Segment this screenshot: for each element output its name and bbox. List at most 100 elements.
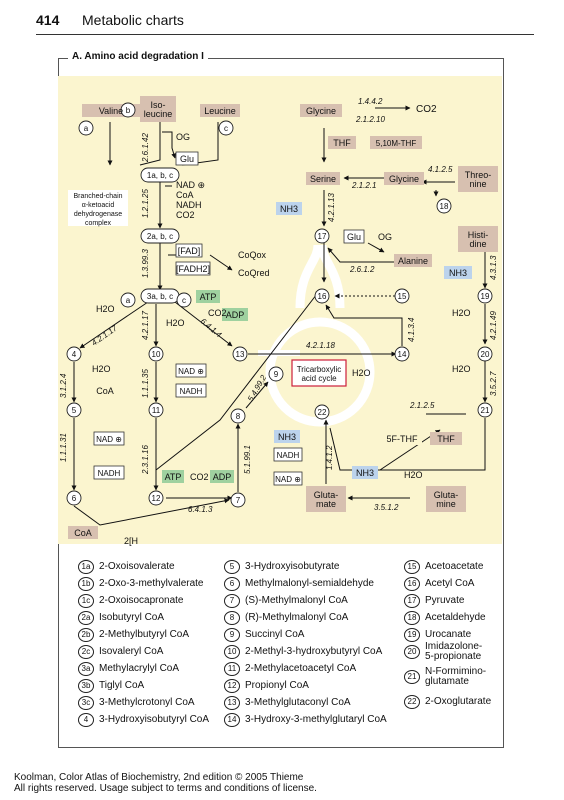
legend-text-19: Urocanate xyxy=(425,629,472,640)
page-number: 414 xyxy=(36,12,60,28)
nadh-glu-label: NADH xyxy=(277,451,300,460)
legend-item-8: 8(R)-Methylmalonyl CoA xyxy=(224,611,348,625)
node-14 xyxy=(394,346,410,362)
ec-4-2-1-17-a: 4.2.1.17 xyxy=(90,323,119,347)
coa-mid-label: CoA xyxy=(96,386,114,396)
glutamate-compound: Gluta-mate xyxy=(314,490,339,509)
legend-badge-1c: 1c xyxy=(78,594,94,608)
threonine-compound: Threo-nine xyxy=(465,170,492,189)
node-16 xyxy=(314,288,330,304)
og-top-label: OG xyxy=(176,132,190,142)
node-15 xyxy=(394,288,410,304)
node-17-label: 17 xyxy=(318,232,327,241)
arrow-3c-13 xyxy=(174,301,233,347)
arrow-14-16 xyxy=(325,304,403,346)
legend-text-4: 3-Hydroxyisobutyryl CoA xyxy=(99,714,210,725)
glu-box-label-box xyxy=(343,229,365,244)
node-4-label: 4 xyxy=(72,350,77,359)
node-18-label: 18 xyxy=(440,202,449,211)
nad-top-label: NAD ⊕ xyxy=(176,180,205,190)
legend-badge-14: 14 xyxy=(224,713,240,727)
nh3-serine-label: NH3 xyxy=(280,204,298,214)
histidine-compound: Histi-dine xyxy=(468,230,489,249)
node-21-label: 21 xyxy=(481,406,490,415)
legend-badge-10: 10 xyxy=(224,645,240,659)
node-19 xyxy=(477,288,493,304)
atp1-label: ATP xyxy=(200,292,217,302)
h2o-his2-label: H2O xyxy=(452,364,471,374)
legend-badge-18: 18 xyxy=(404,611,420,625)
ec-2-1-2-5: 2.1.2.5 xyxy=(409,401,435,410)
ec-4-2-1-13: 4.2.1.13 xyxy=(327,193,336,222)
legend-text-12: Propionyl CoA xyxy=(245,680,309,691)
node-11 xyxy=(148,402,164,418)
legend-badge-15: 15 xyxy=(404,560,420,574)
legend-badge-11: 11 xyxy=(224,662,240,676)
glutamine-compound-box xyxy=(426,486,466,512)
legend-badge-3c: 3c xyxy=(78,696,94,710)
legend-badge-2a: 2a xyxy=(78,611,94,625)
node-16-label: 16 xyxy=(318,292,327,301)
node-c-leucine xyxy=(218,120,234,136)
nadh-glu-label-box xyxy=(273,447,303,462)
isoleucine-compound-box xyxy=(140,96,176,122)
node-13-label: 13 xyxy=(236,350,245,359)
nh3-b-label: NH3 xyxy=(356,468,374,478)
adp1-label-box xyxy=(222,308,248,321)
leucine-compound: Leucine xyxy=(204,106,236,116)
ec-2-3-1-16: 2.3.1.16 xyxy=(141,445,150,475)
ec-4-2-1-18: 4.2.1.18 xyxy=(306,341,335,350)
ec-1-4-1-2: 1.4.1.2 xyxy=(325,445,334,470)
nh3-a-label-box xyxy=(274,430,300,443)
legend-badge-1a: 1a xyxy=(78,560,94,574)
glutamate-compound-box xyxy=(306,486,346,512)
node-7-label: 7 xyxy=(236,496,241,505)
legend-text-3a: Methylacrylyl CoA xyxy=(99,663,180,674)
node-12-label: 12 xyxy=(152,494,161,503)
nad-glu-label: NAD ⊕ xyxy=(275,475,301,484)
node-10 xyxy=(148,346,164,362)
node-a-3-label: a xyxy=(126,296,131,305)
arrow-3a-4 xyxy=(79,301,149,349)
legend-badge-7: 7 xyxy=(224,594,240,608)
node-22-label: 22 xyxy=(318,408,327,417)
node-15-label: 15 xyxy=(398,292,407,301)
node-b-ileu-label: b xyxy=(126,106,131,115)
node-17 xyxy=(314,228,330,244)
nh3-a-label: NH3 xyxy=(278,432,296,442)
legend-text-2c: Isovaleryl CoA xyxy=(99,646,164,657)
node-b-ileu xyxy=(120,102,136,118)
ec-3-1-2-4: 3.1.2.4 xyxy=(59,373,68,398)
node-13 xyxy=(232,346,248,362)
node-1abc xyxy=(140,167,180,183)
serine-compound: Serine xyxy=(310,174,336,184)
legend-text-7: (S)-Methylmalonyl CoA xyxy=(245,595,348,606)
arrow-21-glu xyxy=(414,418,486,471)
arrow-6-7 xyxy=(73,498,230,526)
legend-badge-8: 8 xyxy=(224,611,240,625)
h2o-4-label: H2O xyxy=(92,364,111,374)
fthf-label-box xyxy=(382,432,422,445)
header-rule xyxy=(36,34,534,35)
arrow-ala-17 xyxy=(327,247,404,263)
nad-left-label: NAD ⊕ xyxy=(96,435,122,444)
node-a-valine-label: a xyxy=(84,124,89,133)
legend-text-13: 3-Methylglutaconyl CoA xyxy=(245,697,351,708)
legend-badge-3b: 3b xyxy=(78,679,94,693)
node-3abc-label: 3a, b, c xyxy=(147,292,173,301)
